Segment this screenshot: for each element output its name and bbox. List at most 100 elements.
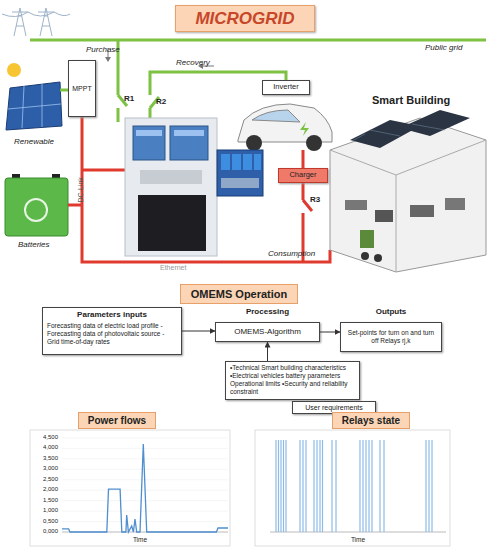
pylon-icon bbox=[2, 8, 70, 36]
building-label: Smart Building bbox=[372, 94, 450, 106]
controller-box: MPPT bbox=[68, 60, 96, 117]
control-cabinet-part bbox=[125, 118, 217, 256]
process-box: ProcessingOMEMS-Algorithm bbox=[215, 307, 320, 342]
axis-tick: 3,500 bbox=[24, 455, 58, 462]
smart-building-part bbox=[445, 198, 465, 210]
car-charge-wire-part bbox=[302, 150, 305, 168]
smart-building-part bbox=[360, 230, 374, 248]
flow-label: Recovery bbox=[176, 59, 210, 68]
control-cabinet-part bbox=[133, 126, 165, 160]
axis-title: Time bbox=[120, 536, 160, 543]
axis-tick: 4,000 bbox=[24, 444, 58, 451]
storage-label: Batteries bbox=[18, 241, 50, 250]
solar-panel-part bbox=[6, 82, 62, 130]
box-text: Power flows bbox=[88, 415, 146, 426]
grid-label: Public grid bbox=[425, 44, 462, 53]
relay-board-part bbox=[254, 154, 261, 170]
dc-link-wire-part bbox=[82, 169, 125, 172]
power-flow-chart-part bbox=[62, 444, 228, 532]
bus-label: DC-Link bbox=[77, 177, 85, 202]
relay-label: R3 bbox=[310, 196, 320, 205]
purchase-arrow-part bbox=[105, 57, 111, 62]
electric-car bbox=[238, 104, 332, 151]
box-text: Forecasting data of electric load profil… bbox=[47, 322, 177, 346]
relay-state-chart bbox=[255, 430, 450, 546]
flow-arrow bbox=[267, 342, 268, 361]
title-banner: MICROGRID bbox=[175, 5, 315, 32]
pylon-icon-part bbox=[12, 8, 28, 36]
process-box: Parameters inputsForecasting data of ele… bbox=[42, 307, 182, 355]
box-heading: Parameters inputs bbox=[47, 310, 177, 320]
power-flow-chart bbox=[30, 430, 230, 546]
relay-state-chart-part bbox=[270, 532, 446, 533]
solar-panel-part bbox=[8, 84, 61, 128]
electric-car-part bbox=[306, 135, 322, 151]
relay-board bbox=[217, 150, 263, 196]
pylon-icon-part bbox=[38, 8, 54, 36]
relay-board-part bbox=[217, 150, 263, 196]
inverter-box: Inverter bbox=[262, 80, 310, 95]
smart-building-part bbox=[374, 254, 382, 262]
relay-board-part bbox=[221, 178, 259, 188]
electric-car-part bbox=[300, 122, 309, 136]
process-box: OutputsSet-points for turn on and turn o… bbox=[340, 307, 442, 352]
box-heading: Processing bbox=[215, 307, 320, 316]
source-label: Renewable bbox=[14, 138, 54, 147]
smart-building-part bbox=[375, 210, 393, 222]
pylon-icon-part bbox=[2, 12, 70, 17]
solar-panel bbox=[6, 63, 62, 130]
smart-building-part bbox=[352, 124, 445, 141]
axis-tick: 2,000 bbox=[24, 486, 58, 493]
box-text: User requirements bbox=[305, 404, 363, 412]
control-cabinet bbox=[125, 118, 217, 256]
smart-building-part bbox=[361, 252, 369, 260]
battery-icon-part bbox=[25, 199, 47, 221]
box-text: OMEMS-Algorithm bbox=[234, 327, 301, 337]
box-text: OMEMS Operation bbox=[191, 288, 288, 300]
axis-title: Time bbox=[338, 536, 378, 543]
battery-icon bbox=[5, 174, 68, 236]
process-box-frame: OMEMS-Algorithm bbox=[215, 322, 320, 342]
power-flow-chart-part bbox=[30, 430, 230, 546]
dc-link-wire-part bbox=[68, 204, 82, 207]
smart-building-part bbox=[410, 205, 434, 217]
network-label: Ethernet bbox=[160, 264, 186, 272]
car-charge-wire bbox=[303, 150, 304, 168]
solar-wire bbox=[60, 90, 68, 91]
smart-building-part bbox=[345, 200, 367, 210]
control-cabinet-part bbox=[140, 170, 202, 184]
control-cabinet-part bbox=[138, 195, 206, 251]
public-grid-wire bbox=[30, 40, 486, 41]
box-text: Inverter bbox=[273, 83, 298, 91]
smart-building-part bbox=[330, 118, 486, 272]
solar-wire-part bbox=[60, 89, 68, 92]
section-banner: OMEMS Operation bbox=[180, 284, 298, 304]
relay-label: R1 bbox=[124, 95, 134, 104]
charger-box: Charger bbox=[278, 168, 328, 183]
control-cabinet-part bbox=[136, 130, 162, 136]
control-cabinet-part bbox=[170, 126, 208, 160]
axis-tick: 2,500 bbox=[24, 476, 58, 483]
axis-tick: 1,000 bbox=[24, 507, 58, 514]
relay-board-part bbox=[221, 154, 230, 170]
relay-state-chart-part bbox=[255, 430, 450, 546]
axis-tick: 0,500 bbox=[24, 518, 58, 525]
axis-tick: 1,500 bbox=[24, 497, 58, 504]
flow-arrow bbox=[182, 331, 215, 332]
flow-arrow bbox=[320, 332, 340, 333]
process-box-frame: Set-points for turn on and turn off Rela… bbox=[340, 322, 442, 352]
box-heading: Outputs bbox=[340, 307, 442, 316]
axis-tick: 0,000 bbox=[24, 528, 58, 535]
box-text: MPPT bbox=[72, 85, 91, 93]
public-grid-wire-part bbox=[30, 39, 486, 42]
chart-banner: Power flows bbox=[78, 412, 156, 429]
box-text: Set-points for turn on and turn off Rela… bbox=[344, 329, 438, 345]
relay-board-part bbox=[243, 154, 252, 170]
smart-building-part bbox=[400, 110, 470, 136]
constraint-box: •Technical Smart building characteristic… bbox=[225, 361, 360, 400]
axis-tick: 3,000 bbox=[24, 465, 58, 472]
relay-board-part bbox=[232, 154, 241, 170]
smart-building-part bbox=[330, 140, 486, 272]
electric-car-part bbox=[252, 110, 300, 122]
